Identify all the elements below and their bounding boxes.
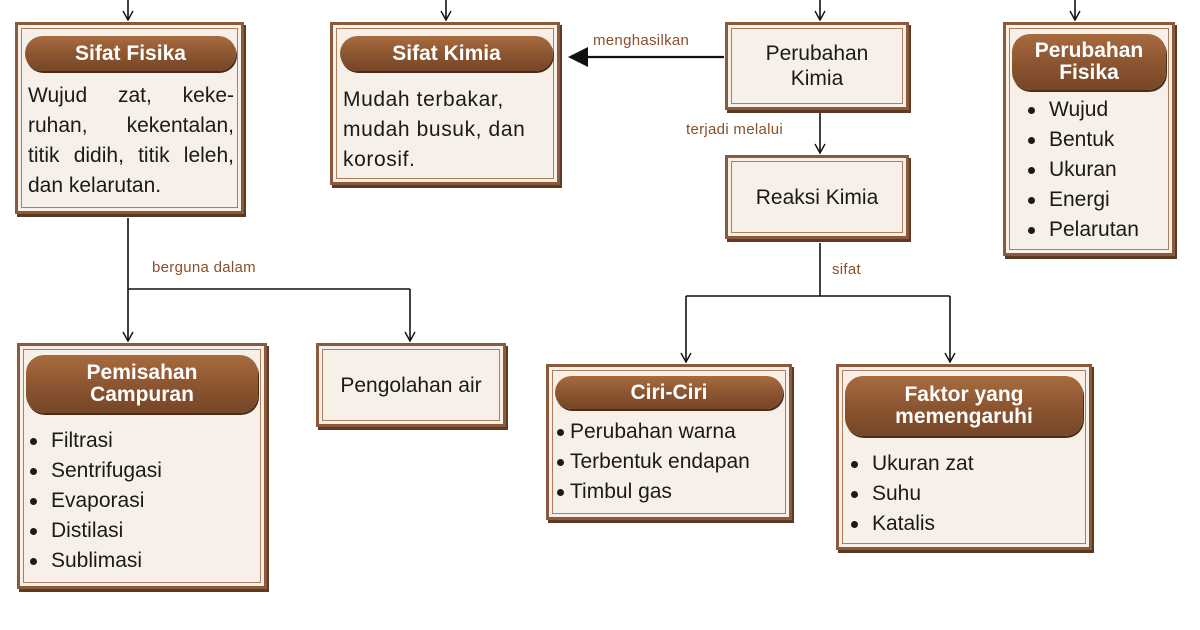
list-item: Perubahan warna [557, 417, 750, 447]
list-item-label: Sublimasi [51, 549, 143, 572]
connector-label-terjadi-melalui: terjadi melalui [686, 121, 784, 138]
sifat-fisika-text: Wujud zat, keke-ruhan, kekentalan, titik… [28, 84, 234, 197]
perubahan-kimia-label-line1: Perubahan [765, 42, 869, 65]
pemisahan-campuran-title-line2: Campuran [90, 383, 194, 406]
bullet-icon [30, 557, 37, 565]
list-item-label: Suhu [872, 482, 922, 505]
list-item-label: Ukuran [1049, 158, 1117, 181]
pengolahan-air-box: Pengolahan air [316, 343, 506, 427]
pengolahan-air-label: Pengolahan air [340, 373, 482, 397]
perubahan-fisika-box: Perubahan Fisika Wujud Bentuk Ukuran Ene… [1003, 22, 1175, 256]
list-item: Ukuran zat [851, 449, 974, 479]
connector-label-berguna-dalam: berguna dalam [152, 259, 256, 276]
bullet-icon [30, 467, 37, 475]
reaksi-kimia-label: Reaksi Kimia [755, 185, 879, 209]
list-item-label: Timbul gas [570, 480, 672, 503]
perubahan-fisika-title: Perubahan Fisika [1012, 34, 1166, 90]
list-item-label: Wujud [1049, 98, 1109, 121]
bullet-icon [30, 437, 37, 445]
list-item: Energi [1028, 185, 1139, 215]
list-item: Wujud [1028, 95, 1139, 125]
perubahan-kimia-label: Perubahan Kimia [728, 25, 906, 107]
bullet-icon [1028, 106, 1035, 114]
ciri-ciri-title: Ciri-Ciri [555, 376, 783, 409]
bullet-icon [557, 428, 564, 436]
connector-label-menghasilkan: menghasilkan [593, 32, 690, 49]
list-item-label: Perubahan warna [570, 420, 736, 443]
list-item: Ukuran [1028, 155, 1139, 185]
list-item-label: Ukuran zat [872, 452, 974, 475]
ciri-ciri-box: Ciri-Ciri Perubahan warna Terbentuk enda… [546, 364, 792, 520]
list-item-label: Filtrasi [51, 429, 113, 452]
sifat-fisika-title: Sifat Fisika [25, 36, 236, 71]
bullet-icon [1028, 226, 1035, 234]
list-item-label: Katalis [872, 512, 936, 535]
list-item: Terbentuk endapan [557, 447, 750, 477]
list-item: Bentuk [1028, 125, 1139, 155]
arrowhead-menghasilkan [568, 47, 588, 67]
list-item-label: Pelarutan [1049, 218, 1139, 241]
list-item: Suhu [851, 479, 974, 509]
ciri-ciri-list: Perubahan warna Terbentuk endapan Timbul… [557, 417, 750, 507]
pemisahan-campuran-title-line1: Pemisahan [86, 361, 198, 384]
list-item: Evaporasi [30, 486, 162, 516]
pemisahan-campuran-box: Pemisahan Campuran Filtrasi Sentrifugasi… [17, 343, 267, 589]
faktor-box: Faktor yang memengaruhi Ukuran zat Suhu … [836, 364, 1092, 550]
bullet-icon [851, 490, 858, 498]
list-item-label: Sentrifugasi [51, 459, 162, 482]
pemisahan-campuran-list: Filtrasi Sentrifugasi Evaporasi Distilas… [30, 426, 162, 576]
sifat-fisika-box: Sifat Fisika Wujud zat, keke-ruhan, keke… [15, 22, 244, 214]
list-item-label: Energi [1049, 188, 1110, 211]
faktor-title: Faktor yang memengaruhi [845, 376, 1083, 436]
bullet-icon [557, 458, 564, 466]
list-item-label: Distilasi [51, 519, 124, 542]
sifat-kimia-box: Sifat Kimia Mudah terbakar, mudah busuk,… [330, 22, 560, 185]
pemisahan-campuran-title: Pemisahan Campuran [26, 355, 258, 413]
perubahan-fisika-title-line2: Fisika [1059, 61, 1119, 84]
bullet-icon [30, 497, 37, 505]
list-item: Sentrifugasi [30, 456, 162, 486]
bullet-icon [30, 527, 37, 535]
bullet-icon [851, 520, 858, 528]
faktor-title-line2: memengaruhi [895, 405, 1033, 428]
perubahan-kimia-label-line2: Kimia [790, 67, 844, 90]
list-item: Timbul gas [557, 477, 750, 507]
bullet-icon [1028, 136, 1035, 144]
faktor-list: Ukuran zat Suhu Katalis [851, 449, 974, 539]
list-item: Distilasi [30, 516, 162, 546]
list-item-label: Bentuk [1049, 128, 1115, 151]
bullet-icon [1028, 166, 1035, 174]
list-item: Filtrasi [30, 426, 162, 456]
perubahan-kimia-box: Perubahan Kimia [725, 22, 909, 110]
list-item-label: Terbentuk endapan [570, 450, 750, 473]
faktor-title-line1: Faktor yang [904, 383, 1024, 406]
list-item: Katalis [851, 509, 974, 539]
list-item: Sublimasi [30, 546, 162, 576]
sifat-kimia-title: Sifat Kimia [340, 36, 553, 71]
bullet-icon [851, 460, 858, 468]
list-item-label: Evaporasi [51, 489, 145, 512]
bullet-icon [1028, 196, 1035, 204]
reaksi-kimia-box: Reaksi Kimia [725, 155, 909, 239]
bullet-icon [557, 488, 564, 496]
connector-label-sifat: sifat [832, 261, 862, 278]
sifat-kimia-text: Mudah terbakar, mudah busuk, dan korosif… [343, 88, 526, 171]
perubahan-fisika-title-line1: Perubahan [1034, 39, 1144, 62]
list-item: Pelarutan [1028, 215, 1139, 245]
perubahan-fisika-list: Wujud Bentuk Ukuran Energi Pelarutan [1028, 95, 1139, 245]
